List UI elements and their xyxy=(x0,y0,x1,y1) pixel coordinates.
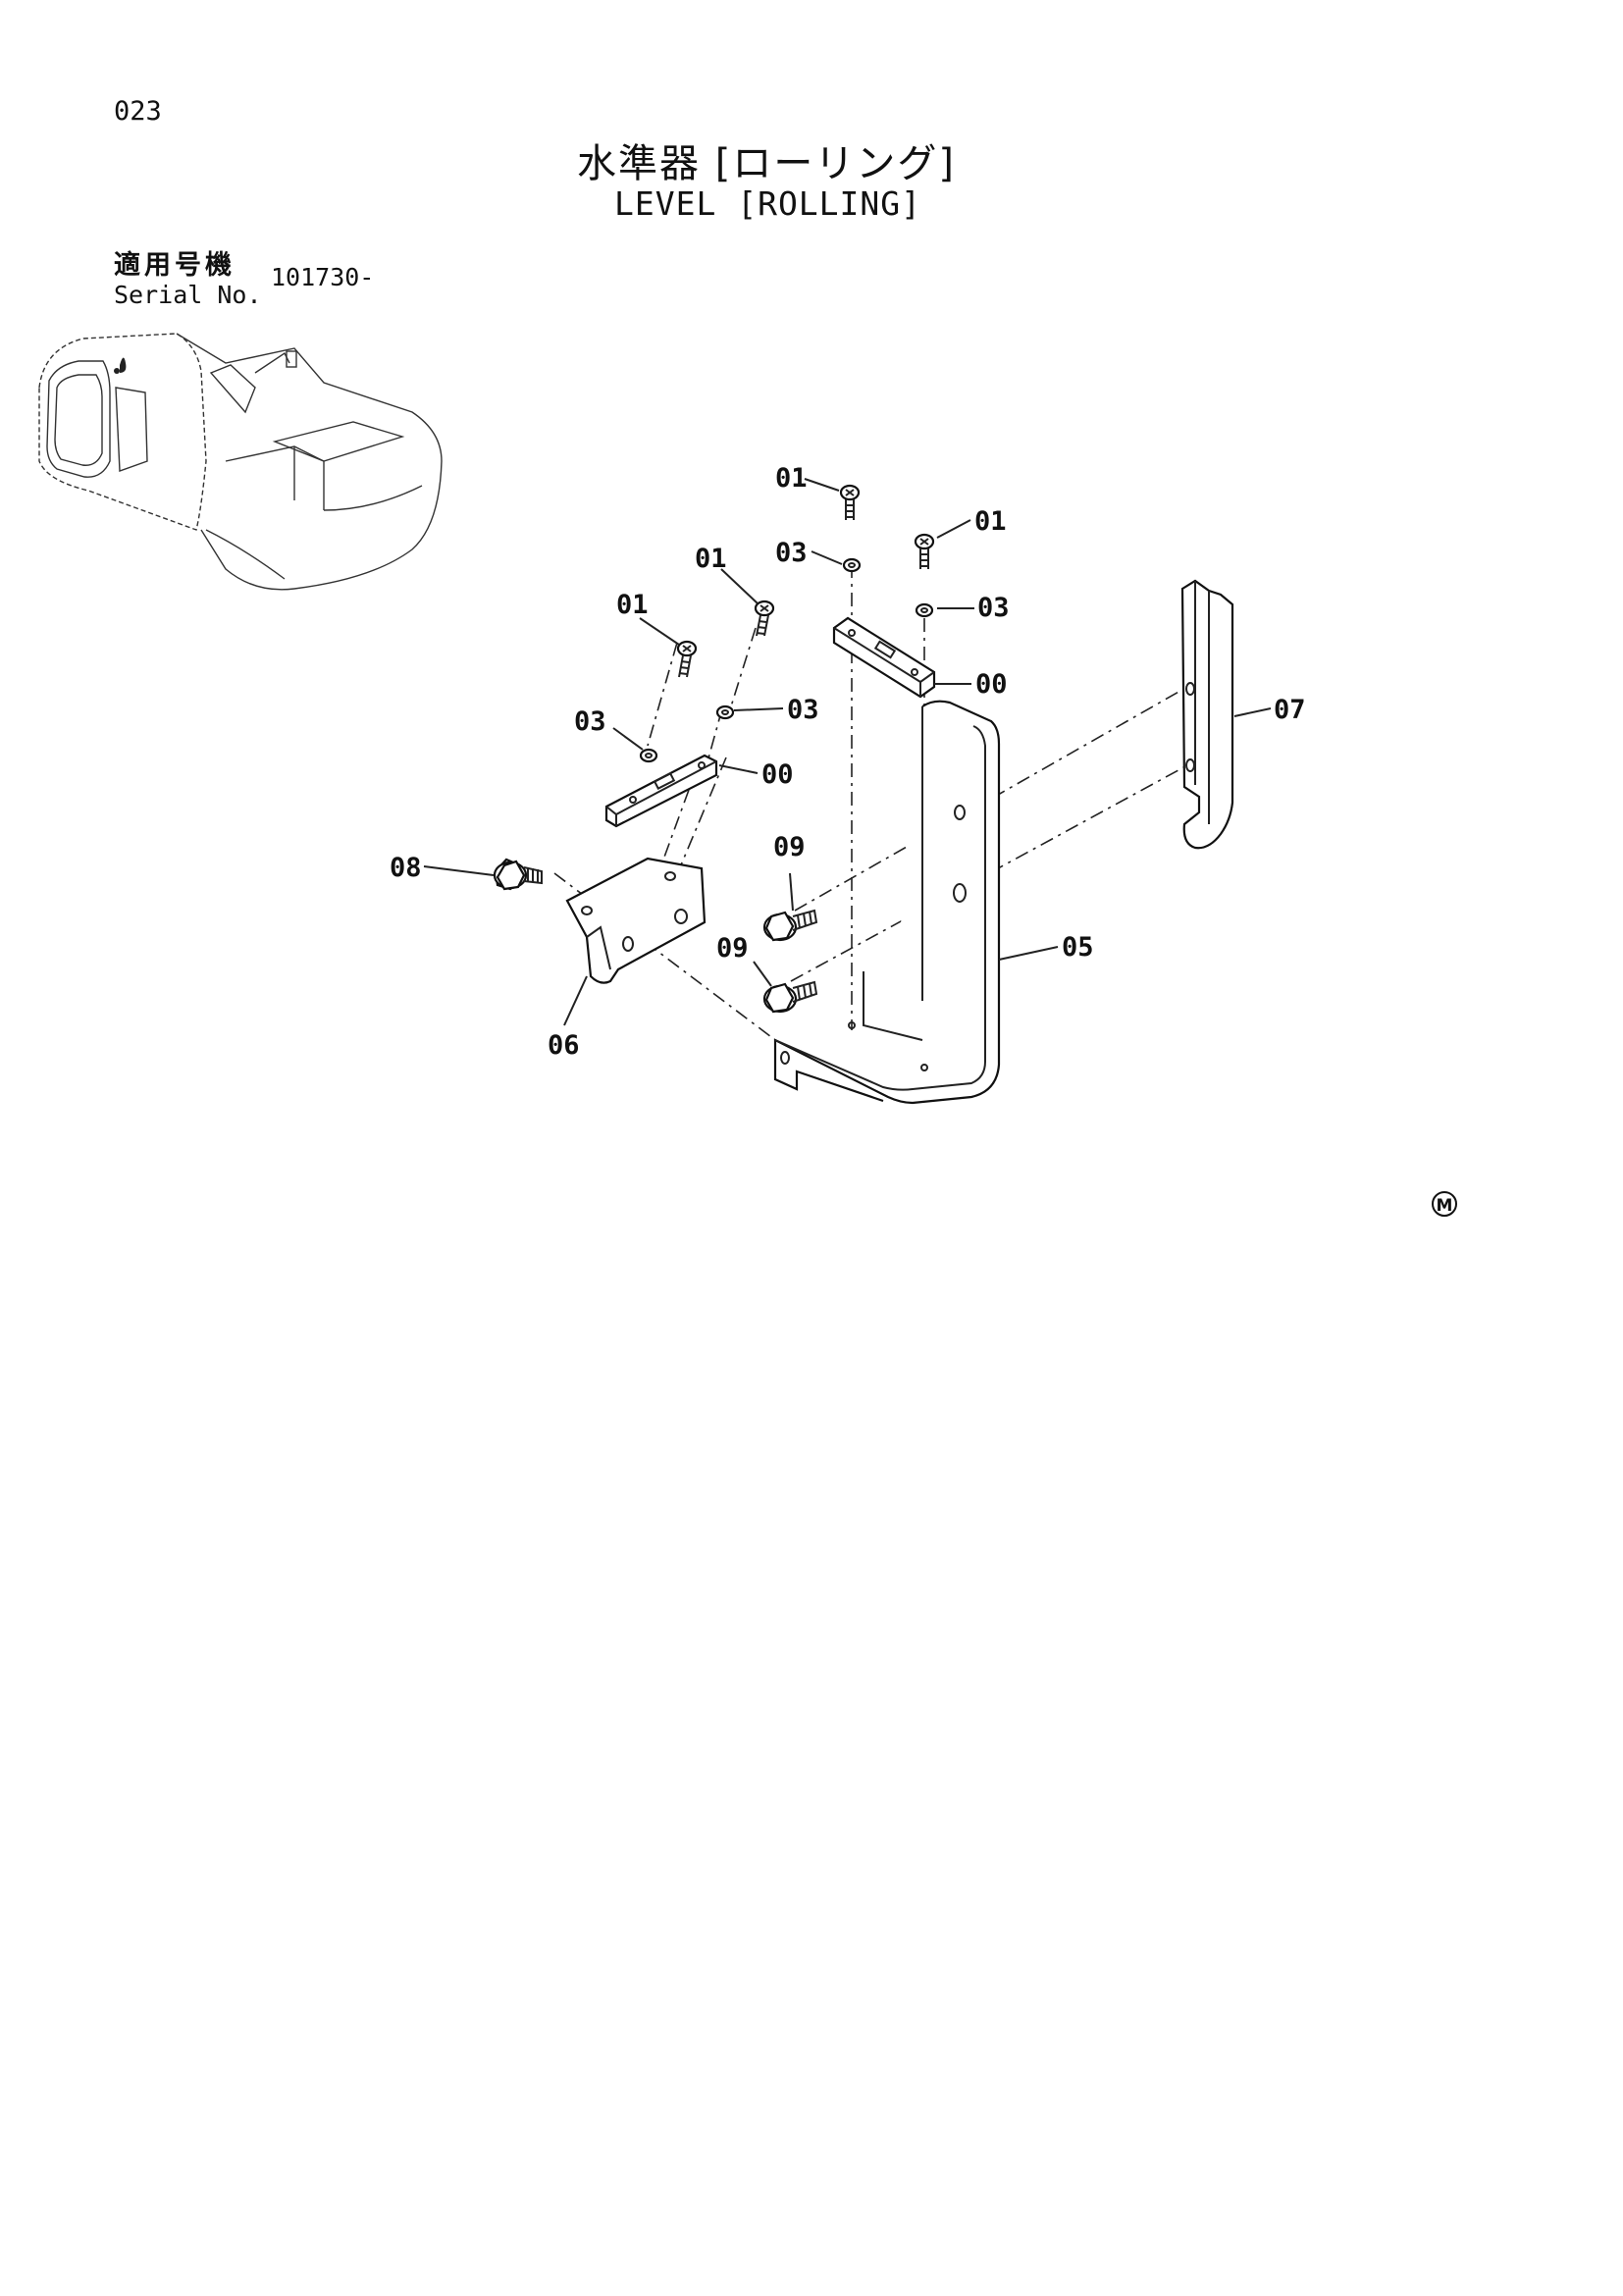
bolt-part-09-b xyxy=(762,980,818,1014)
serial-label-english: Serial No. xyxy=(114,281,262,309)
mark-letter: M xyxy=(1437,1196,1453,1216)
callout-03: 03 xyxy=(574,706,606,737)
bolt-part-09-a xyxy=(762,909,818,942)
clip-part-07 xyxy=(1180,579,1234,850)
circled-m-mark: M xyxy=(1432,1191,1457,1217)
page-code: 023 xyxy=(114,96,162,127)
spirit-level-part-00-right xyxy=(832,616,936,699)
callout-00: 00 xyxy=(975,669,1008,700)
callout-01: 01 xyxy=(695,544,727,574)
bracket-part-05 xyxy=(773,700,1001,1105)
excavator-location-thumbnail xyxy=(38,333,443,591)
callout-01: 01 xyxy=(974,506,1007,537)
callout-03: 03 xyxy=(775,538,808,568)
bracket-part-06 xyxy=(565,857,707,984)
title-english: LEVEL [ROLLING] xyxy=(614,184,922,223)
screw-part-01-a xyxy=(676,640,698,678)
callout-05: 05 xyxy=(1062,932,1094,963)
callout-00: 00 xyxy=(761,759,794,790)
screw-part-01-b xyxy=(754,600,775,637)
callout-06: 06 xyxy=(548,1030,580,1061)
callout-01: 01 xyxy=(775,463,808,494)
screw-part-01-d xyxy=(914,533,935,569)
callout-labels: 01 01 01 01 03 03 03 03 00 00 07 05 08 0… xyxy=(390,463,1306,1061)
serial-number-value: 101730- xyxy=(271,263,375,291)
callout-03: 03 xyxy=(787,695,819,725)
serial-label-japanese: 適用号機 xyxy=(114,250,236,281)
screw-part-01-c xyxy=(839,484,861,520)
callout-09: 09 xyxy=(773,832,806,862)
callout-03: 03 xyxy=(977,593,1010,623)
callout-09: 09 xyxy=(716,933,749,964)
callout-08: 08 xyxy=(390,853,422,883)
washer-part-03 xyxy=(639,557,934,763)
callout-07: 07 xyxy=(1274,695,1306,725)
callout-01: 01 xyxy=(616,590,649,620)
callout-leader-lines xyxy=(423,478,1272,1026)
bolt-part-08 xyxy=(493,858,543,891)
title-japanese: 水準器 [ローリング] xyxy=(577,141,956,186)
spirit-level-part-00-left xyxy=(604,754,718,828)
